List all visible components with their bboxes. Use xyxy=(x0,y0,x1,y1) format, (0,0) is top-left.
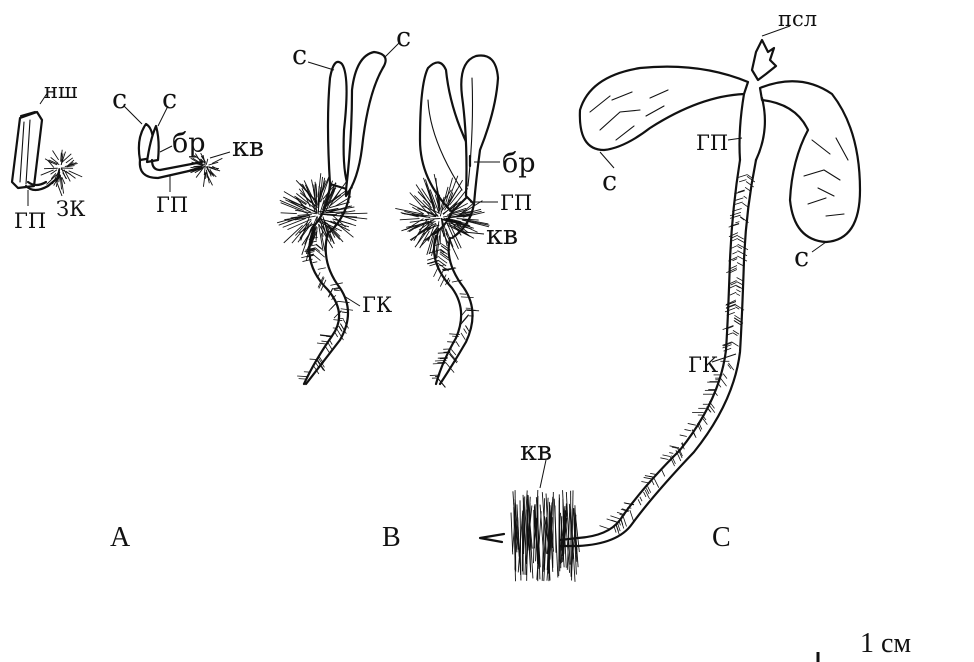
seedling-c xyxy=(480,40,860,582)
label-s: с xyxy=(162,84,177,115)
label-br: бр xyxy=(502,148,536,179)
label-s: с xyxy=(794,242,809,273)
label-s: с xyxy=(396,22,411,53)
seedling-a1 xyxy=(12,112,82,194)
root-hairs xyxy=(277,173,367,379)
label-zk: ЗК xyxy=(56,197,85,221)
cotyledon xyxy=(328,62,350,190)
cotyledon xyxy=(760,81,860,242)
label-s: с xyxy=(602,166,617,197)
panel-letter-c: С xyxy=(712,522,731,553)
root-hairs xyxy=(395,174,489,387)
cotyledon xyxy=(346,52,386,196)
label-psl: псл xyxy=(778,7,817,31)
label-gp: ГП xyxy=(14,209,46,233)
seedling-b2 xyxy=(395,55,498,387)
root-hairs xyxy=(511,490,579,582)
label-gp: ГП xyxy=(500,191,532,215)
label-kv: кв xyxy=(520,436,552,467)
label-nsh: нш xyxy=(44,79,78,103)
label-gp: ГП xyxy=(696,131,728,155)
label-kv: кв xyxy=(232,132,264,163)
panel-letters: А В С xyxy=(110,522,731,553)
scale-bar: 1 см xyxy=(818,628,911,662)
label-br: бр xyxy=(172,128,206,159)
label-s: с xyxy=(292,40,307,71)
scale-label: 1 см xyxy=(860,628,911,659)
label-gp: ГП xyxy=(156,193,188,217)
label-gk: ГК xyxy=(362,293,392,317)
panel-letter-b: В xyxy=(382,522,401,553)
label-gk: ГК xyxy=(688,353,718,377)
seedling-b1 xyxy=(277,52,386,384)
panel-letter-a: А xyxy=(110,522,131,553)
label-kv: кв xyxy=(486,220,518,251)
label-s: с xyxy=(112,84,127,115)
cotyledon xyxy=(461,55,498,204)
first-leaf xyxy=(752,40,776,80)
